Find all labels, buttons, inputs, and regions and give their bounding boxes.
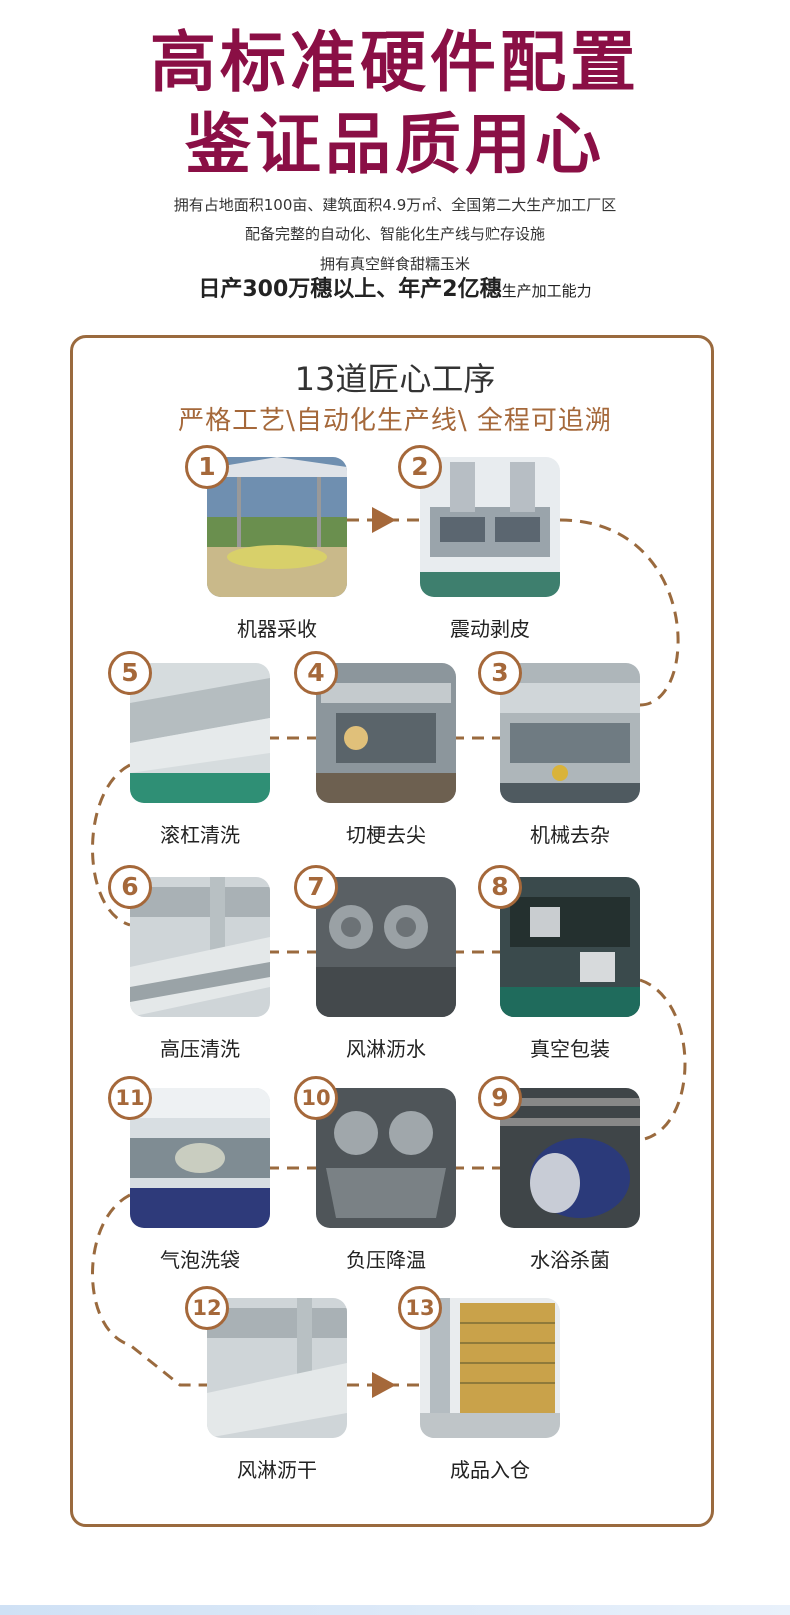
process-step-10: 10 负压降温 [294,1076,456,1272]
process-step-4: 4 切梗去尖 [294,651,456,847]
roller-wash-photo [130,663,270,803]
air-dry-photo [207,1298,347,1438]
process-step-12: 12 风淋沥干 [185,1286,347,1482]
peeling-machine-photo [420,457,560,597]
process-title: 13道匠心工序 [294,360,496,398]
cooling-photo [316,1088,456,1228]
arrow-icon [372,1372,396,1398]
process-step-5: 5 滚杠清洗 [108,651,270,847]
capacity-small: 生产加工能力 [501,282,592,300]
description-line-3: 拥有真空鲜食甜糯玉米 [319,255,470,273]
air-drain-photo [316,877,456,1017]
step-number-badge: 13 [398,1286,442,1330]
capacity-bold: 日产300万穗以上、年产2亿穗 [198,277,502,302]
step-label: 风淋沥干 [237,1458,317,1482]
step-label: 真空包装 [530,1037,610,1061]
headline-primary: 高标准硬件配置 [150,24,640,101]
process-step-6: 6 高压清洗 [108,865,270,1061]
step-number-badge: 6 [108,865,152,909]
step-number-badge: 11 [108,1076,152,1120]
step-label: 成品入仓 [450,1458,530,1482]
step-label: 震动剥皮 [450,617,530,641]
headline-secondary: 鉴证品质用心 [185,106,605,183]
step-label: 水浴杀菌 [530,1248,610,1272]
step-number-badge: 4 [294,651,338,695]
step-label: 负压降温 [346,1248,426,1272]
process-step-11: 11 气泡洗袋 [108,1076,270,1272]
arrow-icon [372,507,396,533]
process-step-7: 7 风淋沥水 [294,865,456,1061]
bubble-wash-photo [130,1088,270,1228]
harvest-photo [207,457,347,597]
step-number-badge: 8 [478,865,522,909]
process-step-13: 13 成品入仓 [398,1286,560,1482]
step-number-badge: 2 [398,445,442,489]
step-number-badge: 12 [185,1286,229,1330]
description-line-2: 配备完整的自动化、智能化生产线与贮存设施 [244,225,545,243]
capacity-line: 日产300万穗以上、年产2亿穗生产加工能力 [0,279,790,301]
process-step-1: 1 机器采收 [185,445,347,641]
impurity-removal-photo [500,663,640,803]
process-step-2: 2 震动剥皮 [398,445,560,641]
step-number-badge: 10 [294,1076,338,1120]
step-number-badge: 1 [185,445,229,489]
step-number-badge: 3 [478,651,522,695]
step-label: 气泡洗袋 [160,1248,240,1272]
warehouse-photo [420,1298,560,1438]
step-label: 机器采收 [237,617,317,641]
step-number-badge: 5 [108,651,152,695]
step-number-badge: 7 [294,865,338,909]
footer-strip [0,1605,790,1615]
step-label: 滚杠清洗 [160,823,240,847]
step-number-badge: 9 [478,1076,522,1120]
process-step-3: 3 机械去杂 [478,651,640,847]
high-pressure-wash-photo [130,877,270,1017]
step-label: 风淋沥水 [346,1037,426,1061]
process-panel [70,335,714,1527]
vacuum-pack-photo [500,877,640,1017]
process-subtitle: 严格工艺\自动化生产线\ 全程可追溯 [178,406,612,436]
step-label: 机械去杂 [530,823,610,847]
step-label: 高压清洗 [160,1037,240,1061]
step-label: 切梗去尖 [346,823,426,847]
process-step-8: 8 真空包装 [478,865,640,1061]
water-bath-sterilize-photo [500,1088,640,1228]
cutting-photo [316,663,456,803]
process-step-9: 9 水浴杀菌 [478,1076,640,1272]
description-line-1: 拥有占地面积100亩、建筑面积4.9万㎡、全国第二大生产加工厂区 [173,196,617,214]
